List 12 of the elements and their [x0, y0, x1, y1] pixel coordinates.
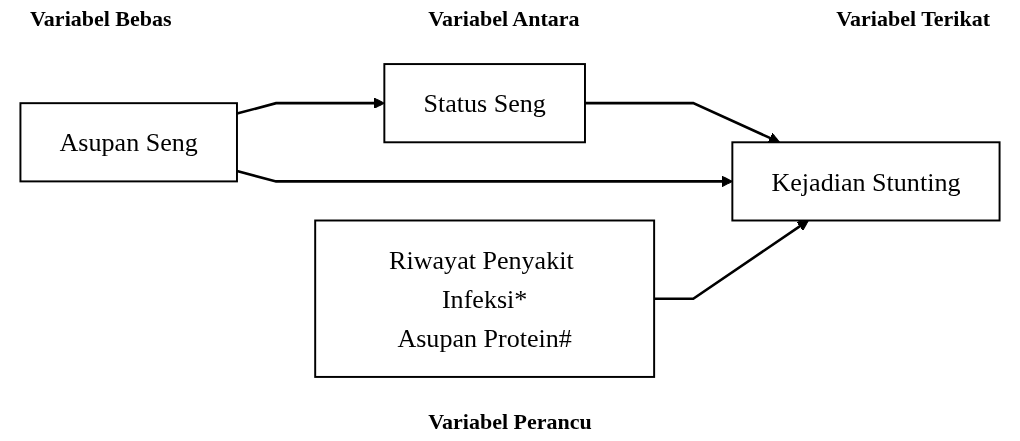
arrow	[654, 220, 809, 301]
node-box: Kejadian Stunting	[731, 141, 1001, 222]
node-box: Status Seng	[383, 63, 586, 144]
node-box: Asupan Seng	[19, 102, 238, 183]
arrow	[236, 169, 733, 188]
arrow	[236, 97, 385, 115]
column-heading: Variabel Terikat	[836, 6, 990, 32]
column-heading: Variabel Perancu	[428, 409, 592, 435]
column-heading: Variabel Antara	[428, 6, 580, 32]
column-heading: Variabel Bebas	[30, 6, 172, 32]
node-box: Riwayat Penyakit Infeksi* Asupan Protein#	[314, 219, 656, 378]
arrow	[585, 101, 781, 144]
